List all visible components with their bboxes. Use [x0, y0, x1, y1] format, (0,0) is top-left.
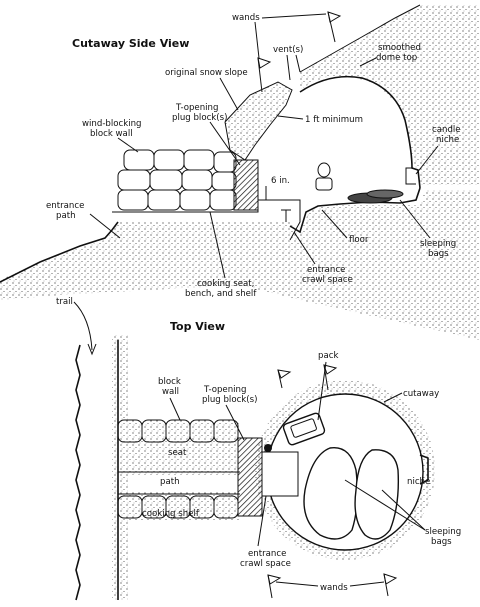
label-wind-block-1: wind-blocking: [82, 119, 142, 129]
label-top-sleeping-1: sleeping: [425, 527, 461, 537]
top-view: Top View: [75, 320, 461, 601]
top-plug-block: [237, 437, 263, 517]
side-pack: [315, 177, 333, 191]
top-sleeping-bag: [354, 449, 400, 540]
label-sleeping-bags-1: sleeping: [420, 239, 456, 249]
ground-snow: [0, 190, 480, 340]
label-niche: niche: [407, 477, 430, 487]
label-t-opening-2: plug block(s): [172, 113, 227, 123]
trail-line: [75, 344, 81, 601]
label-vents: vent(s): [273, 45, 303, 55]
wand-icon: [277, 369, 292, 389]
ground-surface: [0, 221, 119, 283]
label-path: path: [160, 477, 180, 487]
label-seat: seat: [168, 448, 187, 458]
side-view-title: Cutaway Side View: [72, 37, 189, 50]
six-inch-marker: [265, 186, 291, 222]
label-cooking-1: cooking seat,: [197, 279, 254, 289]
label-smoothed-2: dome top: [376, 53, 417, 63]
label-candle-2: niche: [436, 135, 459, 145]
wand-icon: [383, 573, 398, 597]
top-block-wall-upper: [117, 419, 239, 443]
top-snow-left: [112, 335, 240, 600]
label-cooking-shelf: cooking shelf: [142, 509, 200, 519]
label-top-t-opening-1: T-opening: [203, 385, 246, 395]
plug-block: [233, 159, 259, 211]
label-pack: pack: [318, 351, 338, 361]
trail-arrow: [73, 301, 93, 351]
label-top-sleeping-2: bags: [431, 537, 452, 547]
slope-outline: [299, 4, 421, 73]
wind-block-wall: [117, 149, 237, 211]
label-top-entrance-1: entrance: [248, 549, 286, 559]
wand-icon: [327, 11, 342, 43]
label-top-t-opening-2: plug block(s): [202, 395, 257, 405]
top-entrance-channel: [261, 451, 299, 497]
floor-surface: [289, 187, 421, 234]
label-candle-1: candle: [432, 125, 461, 135]
label-entrance-path-1: entrance: [46, 201, 84, 211]
top-view-title: Top View: [170, 320, 225, 333]
side-sleeping-bag: [366, 189, 404, 199]
label-floor: floor: [349, 235, 369, 245]
wand-icon: [267, 574, 282, 599]
top-plug-handle: [264, 444, 272, 452]
side-view: Cutaway Side View: [0, 4, 480, 356]
top-niche: [419, 454, 429, 485]
top-pack-icon: [282, 412, 326, 446]
label-sleeping-bags-2: bags: [428, 249, 449, 259]
label-one-ft: 1 ft minimum: [305, 115, 363, 125]
label-cutaway: cutaway: [403, 389, 439, 399]
top-block-wall-lower: [117, 495, 239, 519]
label-t-opening-1: T-opening: [175, 103, 218, 113]
label-trail: trail: [56, 297, 73, 307]
label-entrance-crawl-2: crawl space: [302, 275, 353, 285]
label-original-slope: original snow slope: [165, 68, 248, 78]
label-block-wall-1: block: [158, 377, 181, 387]
wand-icon: [257, 57, 272, 93]
side-pot: [317, 162, 331, 178]
label-cooking-2: bench, and shelf: [185, 289, 257, 299]
label-entrance-crawl-1: entrance: [307, 265, 345, 275]
label-top-wands: wands: [320, 583, 348, 593]
label-block-wall-2: wall: [162, 387, 179, 397]
label-top-entrance-2: crawl space: [240, 559, 291, 569]
label-six-in: 6 in.: [271, 176, 290, 186]
label-entrance-path-2: path: [56, 211, 76, 221]
cooking-shelf-line: [112, 199, 301, 241]
label-smoothed-1: smoothed: [378, 43, 421, 53]
candle-niche: [405, 167, 416, 185]
label-wind-block-2: block wall: [90, 129, 133, 139]
label-wands: wands: [232, 13, 260, 23]
vent-block: [224, 81, 293, 161]
top-sleeping-bag: [303, 446, 359, 540]
dome-inner-outline: [299, 75, 421, 189]
